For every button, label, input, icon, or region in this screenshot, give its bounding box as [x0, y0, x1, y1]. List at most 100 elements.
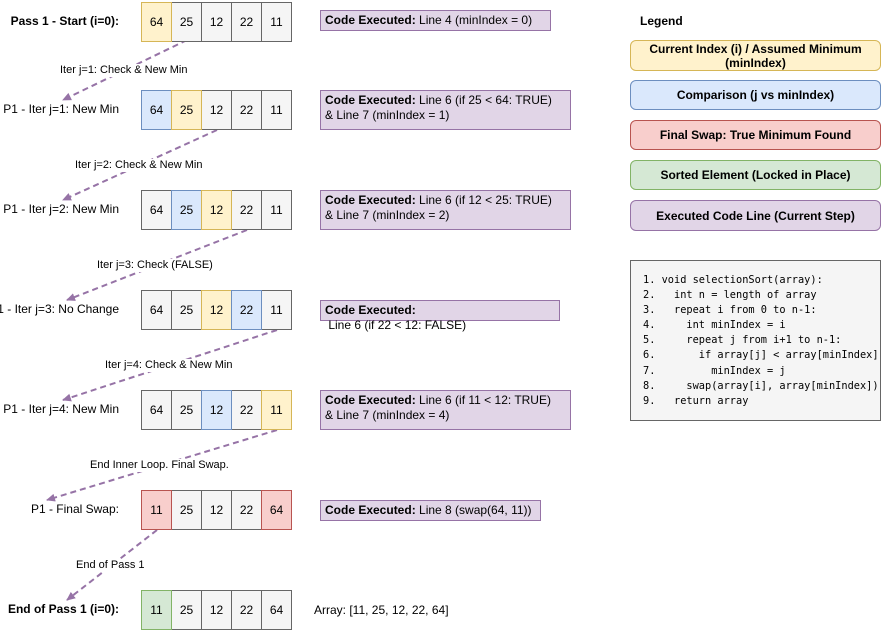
edge-label: Iter j=1: Check & New Min [60, 64, 188, 77]
array-cell: 12 [201, 590, 232, 630]
pseudocode-line: 5. repeat j from i+1 to n-1: [643, 334, 842, 347]
pseudocode-line: 2. int n = length of array [643, 289, 817, 302]
array-cell: 22 [231, 190, 262, 230]
array-cell: 64 [141, 90, 172, 130]
code-executed-prefix: Code Executed: [325, 13, 416, 27]
edge-label: End Inner Loop. Final Swap. [90, 459, 229, 472]
pseudocode-line: 8. swap(array[i], array[minIndex]) [643, 379, 879, 392]
edge-label: Iter j=3: Check (FALSE) [97, 259, 213, 272]
step-label: P1 - Iter j=2: New Min [3, 202, 119, 216]
pseudocode-line: 3. repeat i from 0 to n-1: [643, 304, 817, 317]
array-cell: 11 [261, 2, 292, 42]
array-cell: 11 [141, 490, 172, 530]
pseudocode-line: 1. void selectionSort(array): [643, 274, 823, 286]
array-cell: 64 [141, 190, 172, 230]
array-cell: 25 [171, 290, 202, 330]
array-cell: 64 [141, 290, 172, 330]
step-label: P1 - Iter j=1: New Min [3, 102, 119, 116]
array-cell: 64 [261, 490, 292, 530]
legend-item: Current Index (i) / Assumed Minimum (min… [630, 40, 881, 71]
step-label: P1 - Iter j=3: No Change [0, 302, 119, 316]
code-executed-line: Code Executed: Line 6 (if 12 < 25: TRUE) [325, 193, 566, 208]
array-cell: 25 [171, 190, 202, 230]
step-label: End of Pass 1 (i=0): [7, 602, 119, 616]
legend-item: Executed Code Line (Current Step) [630, 200, 881, 231]
pseudocode-line: 4. int minIndex = i [643, 319, 786, 332]
step-label: P1 - Iter j=4: New Min [3, 402, 119, 416]
array-cell: 64 [141, 390, 172, 430]
code-executed-box: Code Executed: Line 8 (swap(64, 11)) [320, 500, 541, 521]
array-cell: 25 [171, 390, 202, 430]
final-array-text: Array: [11, 25, 12, 22, 64] [314, 603, 449, 617]
edge-label: End of Pass 1 [76, 559, 145, 572]
array-cell: 64 [141, 2, 172, 42]
pseudocode-line: 6. if array[j] < array[minIndex]: [643, 349, 881, 362]
code-executed-line: Code Executed: Line 8 (swap(64, 11)) [325, 503, 536, 518]
array-cell: 22 [231, 590, 262, 630]
array-cell: 22 [231, 390, 262, 430]
code-executed-text: Line 4 (minIndex = 0) [415, 13, 533, 27]
legend-item: Sorted Element (Locked in Place) [630, 160, 881, 190]
code-executed-box: Code Executed: Line 6 (if 22 < 12: FALSE… [320, 300, 560, 332]
code-executed-text-2: & Line 7 (minIndex = 2) [325, 208, 450, 222]
flow-arrow [66, 529, 158, 601]
flow-arrow [66, 229, 248, 301]
array-cell: 22 [231, 490, 262, 530]
code-executed-prefix: Code Executed: [325, 193, 416, 207]
code-executed-box: Code Executed: Line 6 (if 11 < 12: TRUE)… [320, 390, 571, 430]
array-cell: 12 [201, 90, 232, 130]
array-cell: 12 [201, 390, 232, 430]
code-executed-box: Code Executed: Line 6 (if 12 < 25: TRUE)… [320, 190, 571, 230]
code-executed-box: Code Executed: Line 4 (minIndex = 0) [320, 10, 551, 31]
array-cell: 22 [231, 90, 262, 130]
code-executed-line: Code Executed: Line 6 (if 11 < 12: TRUE) [325, 393, 566, 408]
array-cell: 11 [261, 390, 292, 430]
array-cell: 11 [141, 590, 172, 630]
array-cell: 12 [201, 2, 232, 42]
array-cell: 64 [261, 590, 292, 630]
code-executed-text: Line 8 (swap(64, 11)) [415, 503, 532, 517]
edge-label: Iter j=2: Check & New Min [75, 159, 203, 172]
legend-title: Legend [640, 14, 683, 28]
legend-item: Final Swap: True Minimum Found [630, 120, 881, 150]
pseudocode-line: 9. return array [643, 394, 749, 407]
code-executed-text: Line 6 (if 22 < 12: FALSE) [325, 318, 467, 332]
array-cell: 25 [171, 90, 202, 130]
legend-item: Comparison (j vs minIndex) [630, 80, 881, 110]
code-executed-text-2: & Line 7 (minIndex = 1) [325, 108, 450, 122]
array-cell: 11 [261, 290, 292, 330]
array-cell: 25 [171, 2, 202, 42]
array-cell: 11 [261, 90, 292, 130]
code-executed-line: Code Executed: Line 6 (if 22 < 12: FALSE… [325, 303, 555, 333]
step-label: P1 - Final Swap: [30, 502, 119, 516]
code-executed-prefix: Code Executed: [325, 303, 416, 317]
array-cell: 12 [201, 490, 232, 530]
array-cell: 12 [201, 190, 232, 230]
code-executed-text: Line 6 (if 25 < 64: TRUE) [415, 93, 552, 107]
code-executed-text-2: & Line 7 (minIndex = 4) [325, 408, 450, 422]
array-cell: 25 [171, 590, 202, 630]
code-executed-prefix: Code Executed: [325, 503, 416, 517]
code-executed-line: Code Executed: Line 4 (minIndex = 0) [325, 13, 546, 28]
array-cell: 12 [201, 290, 232, 330]
code-executed-prefix: Code Executed: [325, 93, 416, 107]
edge-label: Iter j=4: Check & New Min [105, 359, 233, 372]
step-label: Pass 1 - Start (i=0): [10, 14, 119, 28]
array-cell: 11 [261, 190, 292, 230]
code-executed-prefix: Code Executed: [325, 393, 416, 407]
code-executed-text: Line 6 (if 12 < 25: TRUE) [415, 193, 552, 207]
flow-arrow [62, 39, 188, 101]
array-cell: 22 [231, 290, 262, 330]
code-executed-line: Code Executed: Line 6 (if 25 < 64: TRUE) [325, 93, 566, 108]
array-cell: 25 [171, 490, 202, 530]
array-cell: 22 [231, 2, 262, 42]
pseudocode-panel: 1. void selectionSort(array): 2. int n = … [630, 260, 881, 421]
code-executed-text: Line 6 (if 11 < 12: TRUE) [415, 393, 551, 407]
